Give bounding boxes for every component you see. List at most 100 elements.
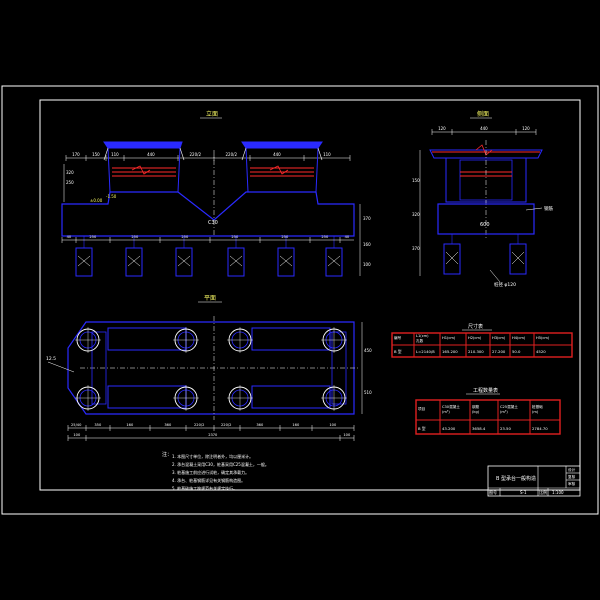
side-dim-left-label: 150 [412,178,420,183]
elevation-dim-top-label: 150 [92,152,100,157]
side-dim-left-label: 370 [412,246,420,251]
elevation-title: 立面 [206,110,218,118]
elevation-pile [175,247,193,277]
table2-header-cell: (m³) [442,410,450,414]
table2-title: 工程数量表 [473,387,498,394]
notes-item: 1. 本图尺寸单位，除注明者外，均以厘米计。 [172,453,253,459]
table2-header-cell: C25混凝土 [500,404,518,409]
side-pile [443,243,461,275]
side-dim-top-label: 440 [480,126,488,131]
elevation-dim-top-label: 440 [147,152,155,157]
plan-dim-bottom-label: 220/2 [194,423,204,427]
title-sign-label: 设计 [568,467,576,472]
elevation-dim-bottom-label: 250 [281,235,289,239]
table2-header-cell: (m³) [500,410,508,414]
table2-header-cell: 钢筋 [472,404,480,409]
elevation-dim-bottom-label: 250 [89,235,97,239]
elevation-pile [125,247,143,277]
elevation-dim-bottom-label: 250 [181,235,189,239]
plan-dim-bottom-label: 25/40 [71,423,82,427]
notes-item: 4. 承台、桩基钢筋详见有关钢筋构造图。 [172,477,245,483]
elevation-dim-top-label: 440 [273,152,281,157]
plan-dim-right-label: 450 [364,348,372,353]
notes-item: 2. 承台混凝土采用C30，桩基采用C25混凝土，一般。 [172,461,269,467]
plan-dim-bottom-label: 220/2 [221,423,231,427]
title-sheet-value: 1:100 [552,490,564,495]
table1-header-cell: H1(cm) [442,336,456,340]
elevation-dim-right-label: 100 [363,262,371,267]
table2-cell: 3658.4 [472,426,486,431]
table1-cell: L=2140/8 [416,349,435,354]
plan-dim-total-label: 2370 [208,433,218,437]
table1-header-cell: H3(cm) [492,336,506,340]
table2-header-cell: 项目 [418,406,425,411]
plan-dim-total-label: 100 [343,433,351,437]
plan-dim-total-label: 100 [73,433,81,437]
title-sheet-label: 比例 [539,489,547,495]
elevation-center-label: C30 [208,220,218,226]
notes-item: 3. 桩基施工前应进行试桩，确定其承载力。 [172,469,249,475]
title-scale-label: 图号 [489,489,497,495]
table2-header-cell: C30混凝土 [442,404,460,409]
table1-title: 尺寸表 [468,323,483,330]
table1-header-cell: L1(cm) [416,334,429,338]
elevation-pile [227,247,245,277]
side-callout: 钢筋 [544,205,553,212]
notes-item: 5. 桩基础施工按规范有关规定执行。 [172,485,237,491]
table1-cell: 165.200 [442,349,458,354]
table1-cell: 4520 [536,349,546,354]
plan-dim-bottom-label: 350 [94,423,102,427]
elevation-dim-bottom-label: 40 [67,235,72,239]
table2-cell: 43.200 [442,426,456,431]
plan-dim-bottom-label: 160 [126,423,134,427]
plan-dim-bottom-label: 100 [329,423,337,427]
title-drawing-name: B 型承台一般构造 [496,475,536,482]
elevation-dim-right-label: 370 [363,216,371,221]
inner-frame [39,99,581,491]
notes-block: 注： 1. 本图尺寸单位，除注明者外，均以厘米计。 2. 承台混凝土采用C30，桩… [162,451,269,491]
elevation-dim-left-label: 250 [66,180,74,185]
table2-cell: 23.50 [500,426,511,431]
elevation-pile [75,247,93,277]
side-inner-label: 600 [480,222,490,228]
table1-cell: 27.200 [492,349,506,354]
title-sign-label: 审核 [568,481,576,486]
table2-cell: 2784.70 [532,426,548,431]
table1-header-cell: 编号 [394,335,402,340]
elevation-dim-bottom-label: 250 [131,235,139,239]
side-dim-left-label: 320 [412,212,420,217]
elevation-level-label: -1.50 [106,194,117,199]
elevation-dim-bottom-label: 250 [231,235,239,239]
side-pile [509,243,527,275]
elevation-dim-top-label: 170 [72,152,80,157]
elevation-pile [277,247,295,277]
elevation-level-label: ±0.00 [90,198,103,203]
elevation-dim-bottom-label: 250 [321,235,329,239]
side-dim-top-label: 120 [522,126,530,131]
elevation-dim-top-label: 220/2 [226,152,238,157]
table2-cell: B 型 [418,426,426,431]
table2-header-cell: (kg) [472,410,480,414]
elevation-dim-top-label: 110 [323,152,331,157]
outer-frame [1,85,599,515]
plan-title: 平面 [204,295,216,302]
notes-title: 注： [162,451,172,458]
elevation-dim-right-label: 160 [363,242,371,247]
title-sign-label: 复核 [568,474,576,479]
table1-header-cell: H5(cm) [536,336,550,340]
table1-header-cell: H4(cm) [512,336,526,340]
table2-header-cell: (m) [532,410,539,414]
elevation-dim-top-label: 220/2 [190,152,202,157]
elevation-pile [325,247,343,277]
plan-dim-bottom-label: 360 [256,423,264,427]
plan-dim-bottom-label: 360 [164,423,172,427]
plan-dim-right-label: 510 [364,390,372,395]
plan-dim-bottom-label: 160 [292,423,300,427]
